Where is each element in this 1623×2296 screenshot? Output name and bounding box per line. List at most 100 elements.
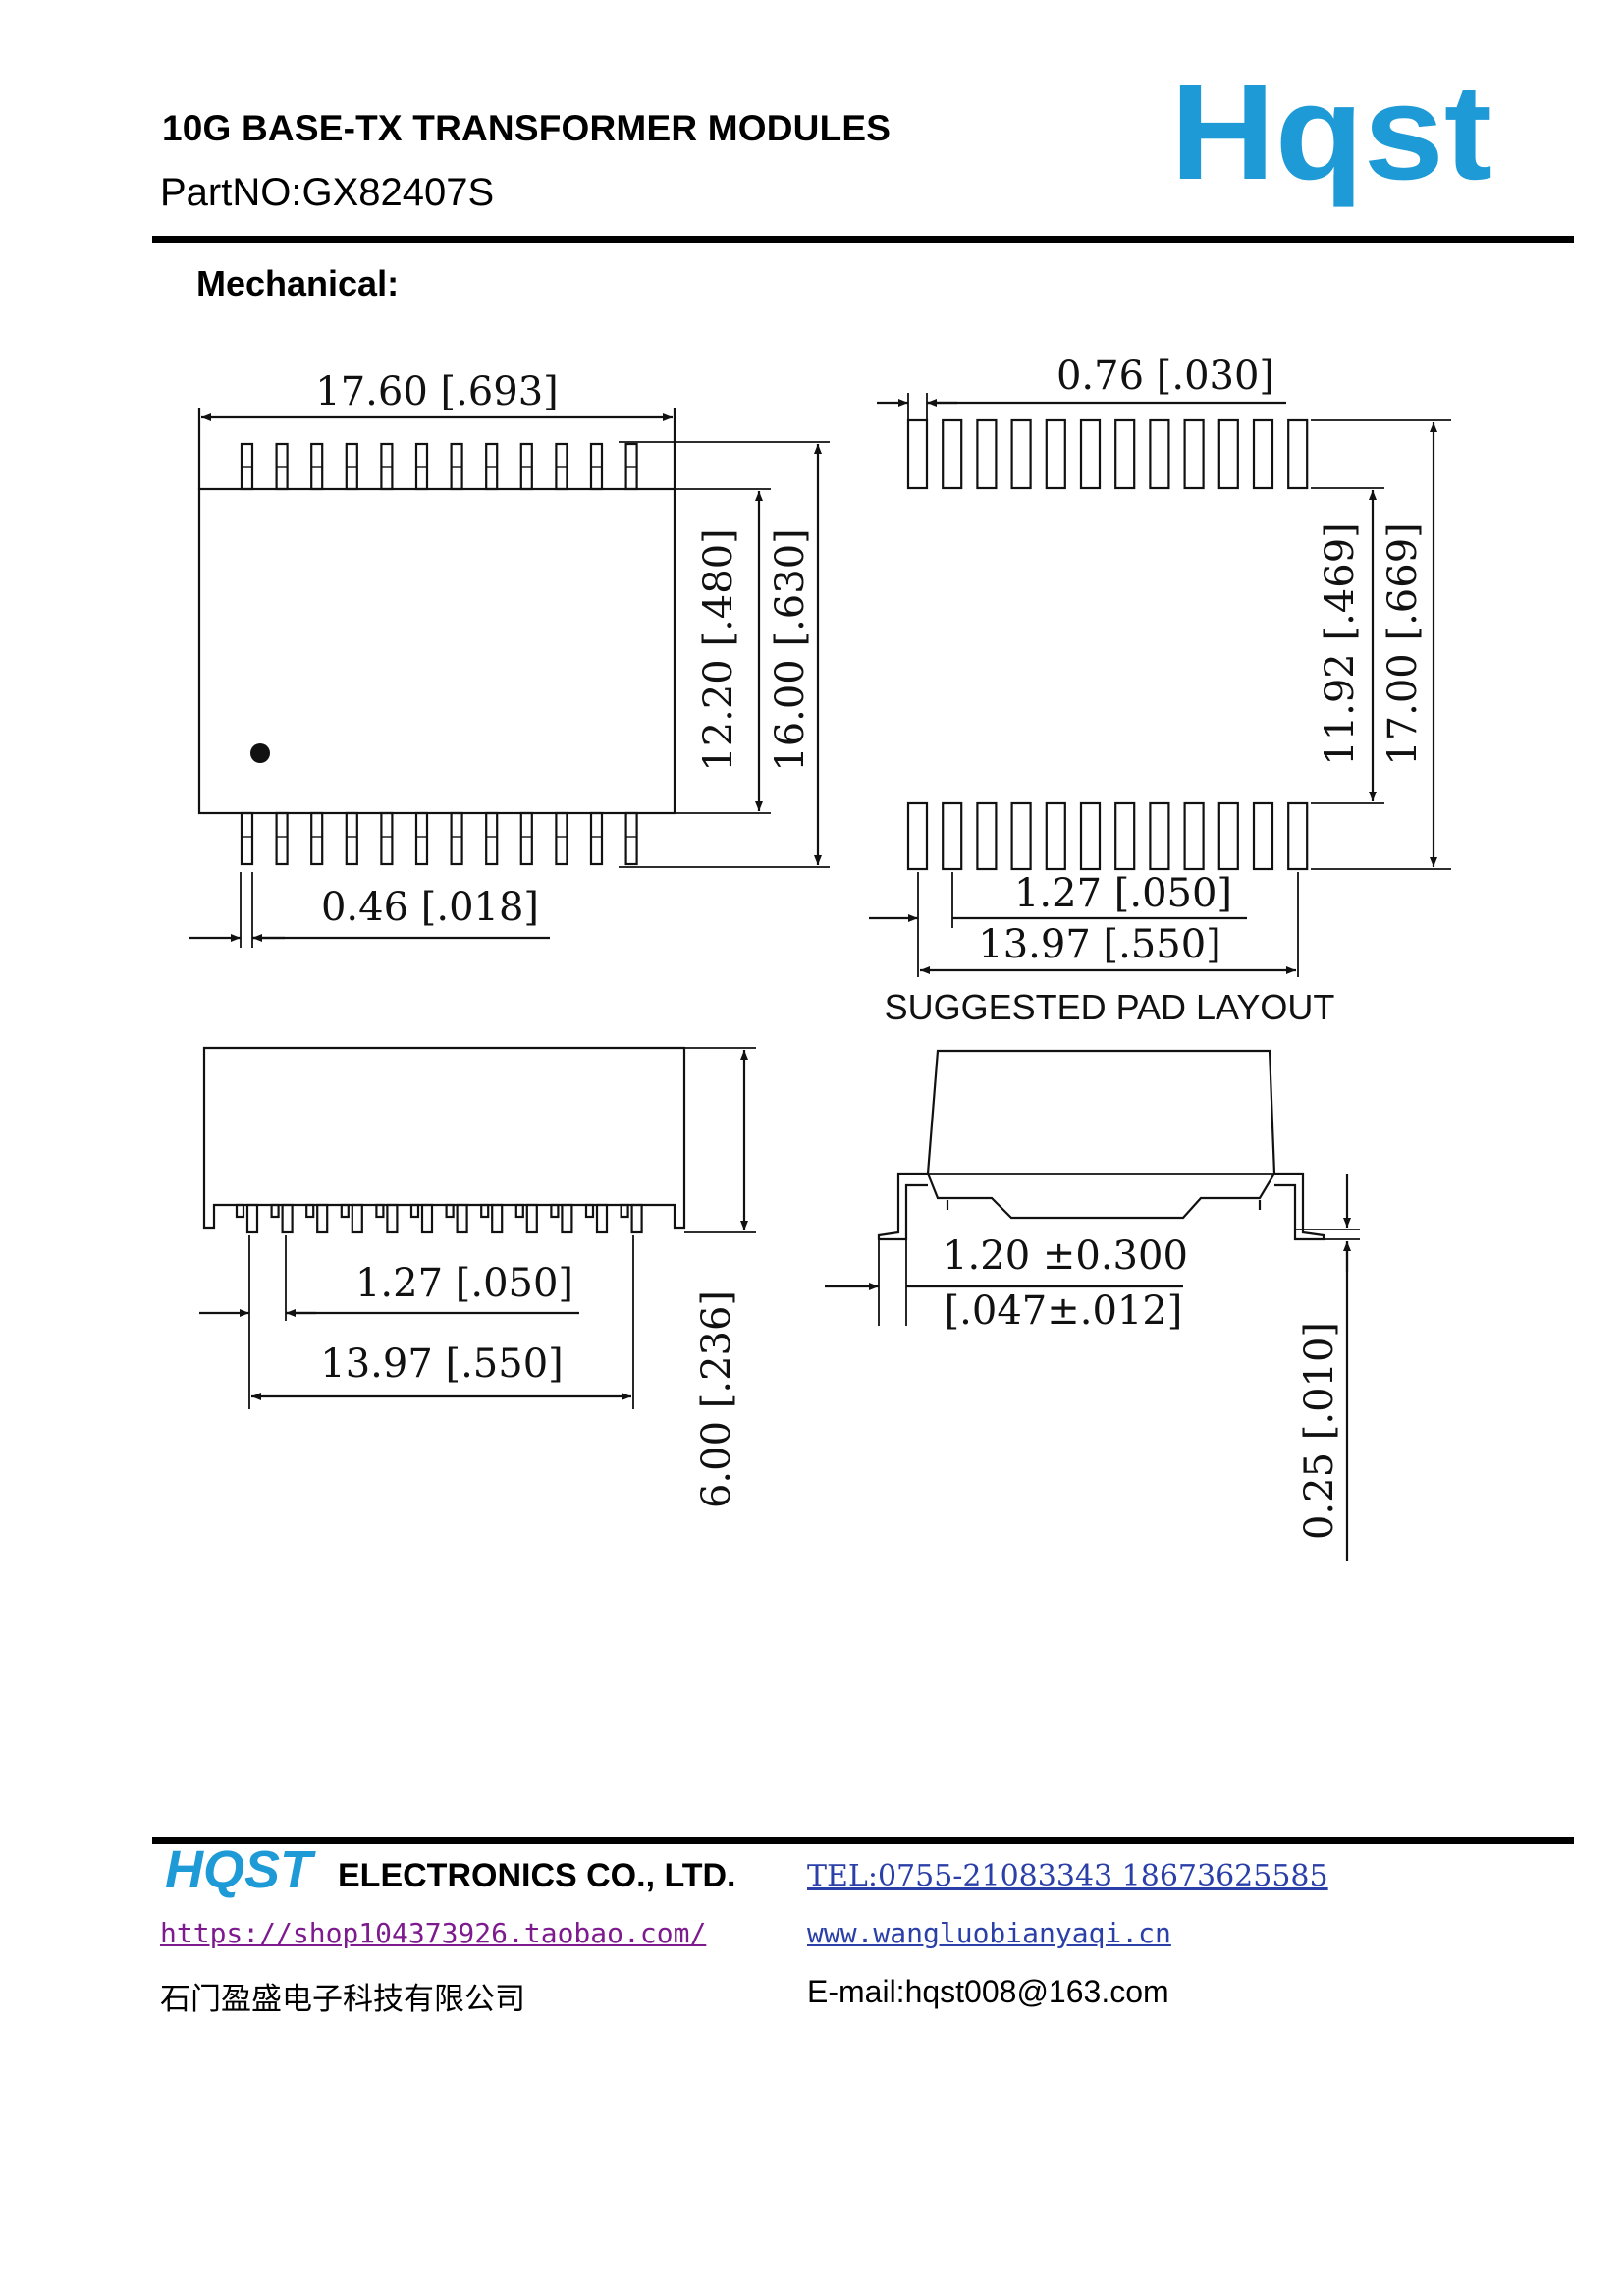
hqst-logo: Hqst <box>1170 81 1492 208</box>
pad-row-bottom <box>906 801 1309 871</box>
top-view-pin <box>275 811 289 866</box>
top-view-pin <box>555 442 568 491</box>
dim-pin-width: 0.46 [.018] <box>321 885 539 930</box>
top-view-pin <box>450 442 463 491</box>
footer-company-name: ELECTRONICS CO., LTD. <box>338 1857 736 1894</box>
dim-lead-length-in: [.047±.012] <box>945 1288 1183 1334</box>
top-view-pin <box>414 811 429 866</box>
solder-pad <box>1045 801 1066 871</box>
end-view <box>825 1049 1360 1561</box>
solder-pad <box>1252 801 1274 871</box>
top-view-pin <box>555 811 568 866</box>
solder-pad <box>906 801 929 871</box>
side-view-pin-notch <box>514 1203 524 1219</box>
lead-left <box>877 1172 928 1241</box>
footer-email[interactable]: E-mail:hqst008@163.com <box>807 1974 1169 2009</box>
side-view-pin-notch <box>305 1203 315 1219</box>
solder-pad <box>976 418 998 490</box>
side-view-pin-notch <box>409 1203 420 1219</box>
solder-pad <box>1149 801 1170 871</box>
solder-pad <box>906 418 929 490</box>
top-view-pin <box>624 442 638 491</box>
footer-shop-link[interactable]: https://shop104373926.taobao.com/ <box>160 1917 707 1949</box>
top-view <box>189 408 830 948</box>
side-view-pin-notch <box>550 1203 560 1219</box>
dim-side-height: 6.00 [.236] <box>694 1290 739 1508</box>
solder-pad <box>1149 418 1170 490</box>
pad-row-top <box>906 418 1309 490</box>
side-view-pin <box>456 1203 468 1234</box>
top-view-pin <box>240 442 254 491</box>
top-view-pins-bottom <box>240 811 638 866</box>
side-view-pin-notch <box>620 1203 629 1219</box>
side-view-pin <box>316 1203 329 1234</box>
dim-standoff: 0.25 [.010] <box>1297 1322 1342 1540</box>
solder-pad <box>1114 418 1136 490</box>
side-view-pin-notch <box>270 1203 280 1219</box>
top-view-pin <box>310 442 324 491</box>
footer-website-link[interactable]: www.wangluobianyaqi.cn <box>807 1917 1171 1949</box>
side-view-pin-notch <box>584 1203 595 1219</box>
side-view-pin-notch <box>480 1203 490 1219</box>
top-view-pin <box>485 811 499 866</box>
side-view-pin <box>630 1203 643 1234</box>
solder-pad <box>1287 418 1309 490</box>
side-view-pin-notch <box>375 1203 385 1219</box>
end-view-body <box>926 1049 1276 1220</box>
side-view-pin <box>420 1203 434 1234</box>
top-view-pin <box>240 811 254 866</box>
top-view-pin <box>275 442 289 491</box>
side-view-pin-notch <box>235 1203 245 1219</box>
solder-pad <box>1045 418 1066 490</box>
side-view-pin <box>595 1203 609 1234</box>
top-view-pin <box>414 442 429 491</box>
footer-divider <box>152 1837 1574 1844</box>
document-title: 10G BASE-TX TRANSFORMER MODULES <box>162 108 892 148</box>
pin1-marker <box>250 743 270 763</box>
side-view-pin <box>561 1203 573 1234</box>
solder-pad <box>1217 418 1239 490</box>
side-view-pin <box>491 1203 504 1234</box>
solder-pad <box>1252 418 1274 490</box>
side-view-pin <box>386 1203 399 1234</box>
dim-pad-outer-span: 17.00 [.669] <box>1380 522 1426 766</box>
solder-pad <box>1079 801 1102 871</box>
side-view-pin-notch <box>445 1203 455 1219</box>
dim-pad-pitch: 1.27 [.050] <box>1014 871 1232 916</box>
section-title: Mechanical: <box>196 263 400 303</box>
solder-pad <box>1079 418 1102 490</box>
top-view-pin <box>589 442 604 491</box>
top-view-pin <box>450 811 463 866</box>
solder-pad <box>1183 418 1205 490</box>
dim-pad-inner-span: 11.92 [.469] <box>1318 522 1363 766</box>
footer-brand: HQST <box>165 1840 313 1899</box>
top-view-pin <box>485 442 499 491</box>
top-view-pin <box>345 442 358 491</box>
side-view <box>199 1046 756 1409</box>
top-view-pin <box>310 811 324 866</box>
dim-body-height: 12.20 [.480] <box>696 528 741 772</box>
top-view-pin <box>589 811 604 866</box>
side-view-pin <box>245 1203 259 1234</box>
dim-pad-width: 0.76 [.030] <box>1056 354 1274 399</box>
solder-pad <box>942 418 963 490</box>
top-view-pin <box>380 811 394 866</box>
solder-pad <box>942 801 963 871</box>
solder-pad <box>976 801 998 871</box>
top-view-pin <box>624 811 638 866</box>
lead-right <box>1274 1172 1325 1241</box>
solder-pad <box>1010 801 1032 871</box>
solder-pad <box>1217 801 1239 871</box>
dim-lead-length: 1.20 ±0.300 <box>943 1233 1188 1279</box>
dim-side-pitch: 1.27 [.050] <box>355 1261 573 1306</box>
side-view-pin <box>281 1203 294 1234</box>
footer-telephone[interactable]: TEL:0755-21083343 18673625585 <box>807 1859 1328 1893</box>
side-view-body <box>202 1046 686 1230</box>
dim-pad-row-length: 13.97 [.550] <box>978 922 1221 967</box>
solder-pad <box>1183 801 1205 871</box>
dim-side-row-length: 13.97 [.550] <box>320 1341 564 1387</box>
top-view-pin <box>345 811 358 866</box>
side-view-pin-notch <box>340 1203 350 1219</box>
